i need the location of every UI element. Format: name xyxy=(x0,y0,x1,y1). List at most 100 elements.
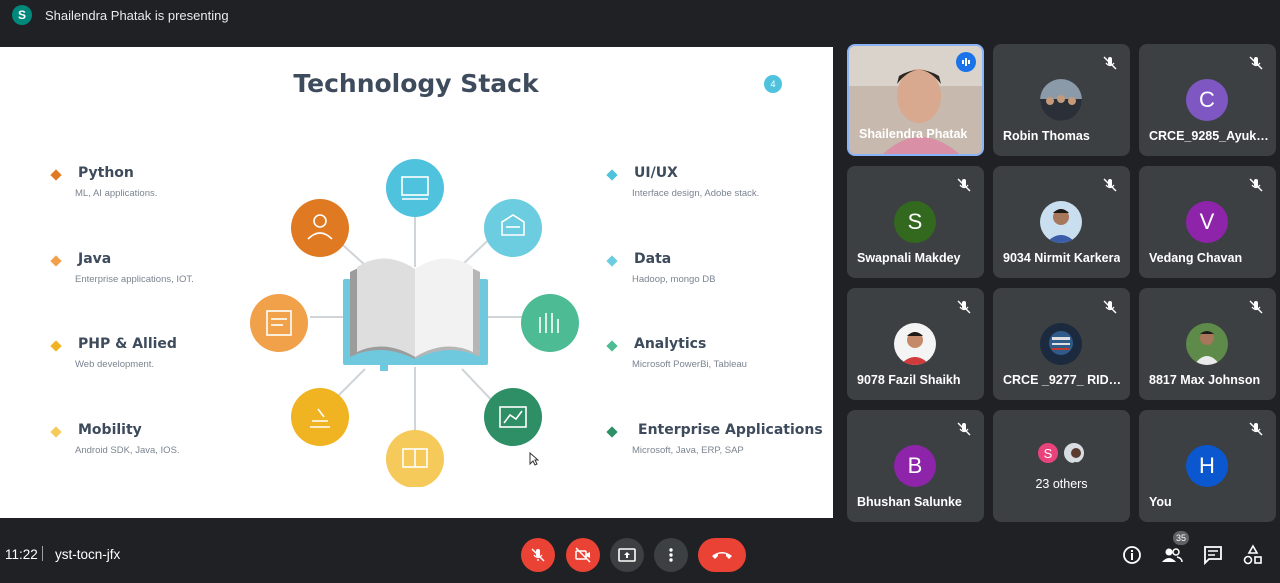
slide-title: Technology Stack xyxy=(293,69,539,98)
participant-grid: Shailendra Phatak Robin Thomas C CRCE_92… xyxy=(842,40,1280,522)
presentation-stage[interactable]: Technology Stack 4 Python ML, AI applica… xyxy=(0,31,838,518)
tile-participant[interactable]: C CRCE_9285_Ayuks... xyxy=(1139,44,1276,156)
item-title: Analytics xyxy=(634,336,707,352)
mic-toggle-button[interactable] xyxy=(521,538,555,572)
participant-name: You xyxy=(1149,495,1172,509)
diamond-icon xyxy=(606,255,618,267)
tile-participant[interactable]: S Swapnali Makdey xyxy=(847,166,984,278)
book-diagram xyxy=(250,159,579,487)
tile-others[interactable]: S 23 others xyxy=(993,410,1130,522)
more-vert-icon xyxy=(669,548,673,562)
avatar: V xyxy=(1186,201,1228,243)
cursor-icon xyxy=(529,452,539,466)
item-subtitle: Web development. xyxy=(75,359,155,370)
speaking-indicator-icon xyxy=(956,52,976,72)
participant-name: CRCE_9285_Ayuks... xyxy=(1149,129,1271,143)
mic-off-icon xyxy=(1103,56,1117,70)
mic-off-icon xyxy=(1103,300,1117,314)
participant-name: CRCE _9277_ RIDD... xyxy=(1003,373,1125,387)
people-icon[interactable] xyxy=(1161,544,1183,566)
avatar: S xyxy=(1036,441,1060,465)
book-icon xyxy=(343,258,488,371)
info-icon[interactable] xyxy=(1121,544,1143,566)
hang-up-icon xyxy=(712,552,732,559)
diamond-icon xyxy=(50,255,62,267)
item-subtitle: Microsoft PowerBi, Tableau xyxy=(632,359,747,370)
item-subtitle: Android SDK, Java, IOS. xyxy=(75,445,180,456)
mic-off-icon xyxy=(1103,178,1117,192)
meeting-code: yst-tocn-jfx xyxy=(55,547,121,562)
presenting-banner: S Shailendra Phatak is presenting xyxy=(0,0,1280,30)
present-screen-icon xyxy=(618,548,636,562)
item-title: Enterprise Applications xyxy=(638,422,823,438)
avatar xyxy=(1040,201,1082,243)
participant-name: 8817 Max Johnson xyxy=(1149,373,1261,387)
others-count: 23 others xyxy=(1035,477,1088,491)
participant-name: Swapnali Makdey xyxy=(857,251,961,265)
mic-off-icon xyxy=(1249,422,1263,436)
mic-off-icon xyxy=(1249,56,1263,70)
chat-icon[interactable] xyxy=(1202,544,1224,566)
diamond-icon xyxy=(50,340,62,352)
tile-participant[interactable]: CRCE _9277_ RIDD... xyxy=(993,288,1130,400)
item-title: Python xyxy=(78,165,134,181)
item-title: Java xyxy=(78,251,112,267)
tile-participant[interactable]: 8817 Max Johnson xyxy=(1139,288,1276,400)
avatar xyxy=(1062,441,1086,465)
participant-name: Shailendra Phatak xyxy=(859,127,968,141)
avatar xyxy=(1040,323,1082,365)
slide-number: 4 xyxy=(764,75,782,93)
divider xyxy=(42,546,43,561)
mic-off-icon xyxy=(957,422,971,436)
presenter-avatar: S xyxy=(12,5,32,25)
avatar xyxy=(1186,323,1228,365)
presenting-label: Shailendra Phatak is presenting xyxy=(45,7,229,23)
avatar: S xyxy=(894,201,936,243)
tile-participant[interactable]: Shailendra Phatak xyxy=(847,44,984,156)
avatar xyxy=(894,323,936,365)
tile-participant[interactable]: 9078 Fazil Shaikh xyxy=(847,288,984,400)
diamond-icon xyxy=(50,169,62,181)
item-subtitle: Enterprise applications, IOT. xyxy=(75,274,194,285)
camera-toggle-button[interactable] xyxy=(566,538,600,572)
item-subtitle: Microsoft, Java, ERP, SAP xyxy=(632,445,744,456)
tile-participant[interactable]: Robin Thomas xyxy=(993,44,1130,156)
mic-off-icon xyxy=(957,178,971,192)
avatar: C xyxy=(1186,79,1228,121)
activities-icon[interactable] xyxy=(1242,544,1264,566)
avatar xyxy=(1040,79,1082,121)
item-subtitle: ML, AI applications. xyxy=(75,188,158,199)
tile-self[interactable]: H You xyxy=(1139,410,1276,522)
participant-name: Bhushan Salunke xyxy=(857,495,962,509)
control-bar: 11:22 yst-tocn-jfx 35 xyxy=(0,522,1280,583)
participant-name: 9034 Nirmit Karkera xyxy=(1003,251,1121,265)
diamond-icon xyxy=(606,169,618,181)
slide: Technology Stack 4 Python ML, AI applica… xyxy=(0,47,833,518)
mic-off-icon xyxy=(957,300,971,314)
item-subtitle: Hadoop, mongo DB xyxy=(632,274,716,285)
item-title: Mobility xyxy=(78,422,142,438)
tile-participant[interactable]: B Bhushan Salunke xyxy=(847,410,984,522)
item-subtitle: Interface design, Adobe stack. xyxy=(632,188,760,199)
tile-participant[interactable]: V Vedang Chavan xyxy=(1139,166,1276,278)
diamond-icon xyxy=(606,340,618,352)
item-title: Data xyxy=(634,251,672,267)
camera-off-icon xyxy=(575,547,591,563)
diamond-icon xyxy=(50,426,62,438)
participant-name: Robin Thomas xyxy=(1003,129,1090,143)
participant-name: Vedang Chavan xyxy=(1149,251,1243,265)
mic-off-icon xyxy=(1249,178,1263,192)
present-button[interactable] xyxy=(610,538,644,572)
mic-off-icon xyxy=(531,548,545,562)
item-title: UI/UX xyxy=(634,165,678,181)
tile-participant[interactable]: 9034 Nirmit Karkera xyxy=(993,166,1130,278)
participant-count-badge: 35 xyxy=(1173,531,1189,545)
avatar: B xyxy=(894,445,936,487)
diamond-icon xyxy=(606,426,618,438)
participant-name: 9078 Fazil Shaikh xyxy=(857,373,961,387)
more-options-button[interactable] xyxy=(654,538,688,572)
item-title: PHP & Allied xyxy=(78,336,177,352)
clock: 11:22 xyxy=(5,547,38,562)
leave-call-button[interactable] xyxy=(698,538,746,572)
mic-off-icon xyxy=(1249,300,1263,314)
